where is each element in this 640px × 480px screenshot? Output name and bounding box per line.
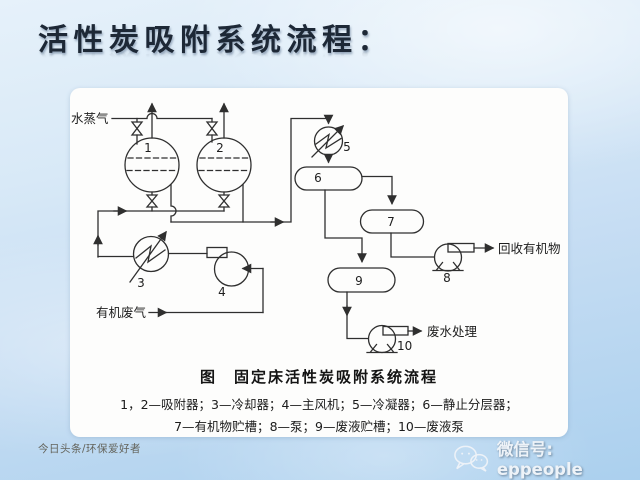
stream-label-waste-gas: 有机废气 [96, 305, 147, 320]
tank9-to-pump10-line [342, 291, 369, 340]
unit-number-pump: 8 [443, 271, 451, 285]
valve-icon [217, 194, 231, 208]
process-flow-diagram: 水蒸气 有机废气 回收有机物 废水处理 1 2 3 4 5 6 7 8 9 10 [71, 102, 561, 354]
wechat-icon [454, 445, 489, 472]
valve-icon [145, 194, 159, 208]
cooler-3-unit [129, 230, 170, 283]
stream-label-steam: 水蒸气 [71, 111, 109, 126]
pump-8-unit [432, 242, 475, 272]
unit-number-adsorber-1: 1 [144, 141, 152, 155]
tank-7-vessel [359, 209, 425, 234]
stream-label-recovered-organics: 回收有机物 [498, 241, 561, 256]
tank-9-vessel [327, 267, 396, 293]
valve-icon [205, 121, 219, 136]
figure-caption: 图 固定床活性炭吸附系统流程 [199, 368, 438, 386]
diagram-panel: 水蒸气 有机废气 回收有机物 废水处理 1 2 3 4 5 6 7 8 9 10 [70, 88, 568, 437]
unit-number-main-fan: 4 [218, 285, 226, 299]
figure-legend-line-1: 1，2—吸附器；3—冷却器；4—主风机；5—冷凝器；6—静止分层器； [120, 397, 518, 412]
settler-to-tank7-line [361, 175, 397, 205]
unit-number-cooler: 3 [137, 276, 145, 290]
source-credit: 今日头条/环保爱好者 [38, 443, 142, 455]
unit-number-waste-liquid-pump: 10 [397, 339, 412, 353]
wechat-badge: 微信号: eppeople [452, 436, 640, 479]
settler-to-tank9-line [324, 189, 367, 263]
tank7-to-pump8-line [390, 232, 435, 258]
wechat-id-label: 微信号: eppeople [496, 440, 583, 479]
stream-label-wastewater: 废水处理 [427, 324, 478, 339]
unit-number-adsorber-2: 2 [216, 141, 224, 155]
exhaust-arrows [147, 102, 229, 139]
unit-number-condenser: 5 [343, 140, 351, 154]
figure-legend-line-2: 7—有机物贮槽；8—泵；9—废液贮槽；10—废液泵 [174, 419, 464, 434]
desorption-line [170, 114, 334, 227]
condenser-5-unit [311, 124, 345, 164]
valve-icon [130, 121, 144, 136]
pump-10-unit [366, 324, 409, 354]
adsorber-bottom-valves [145, 191, 231, 212]
slide-title: 活性炭吸附系统流程： [38, 23, 393, 58]
unit-number-waste-liquid-tank: 9 [355, 274, 363, 288]
settler-6-vessel [294, 166, 363, 191]
fan-4-unit [206, 246, 264, 314]
unit-number-settler: 6 [314, 171, 322, 185]
steam-supply-line [111, 112, 219, 145]
feed-gas-line [93, 206, 225, 258]
unit-number-organic-tank: 7 [387, 215, 395, 229]
